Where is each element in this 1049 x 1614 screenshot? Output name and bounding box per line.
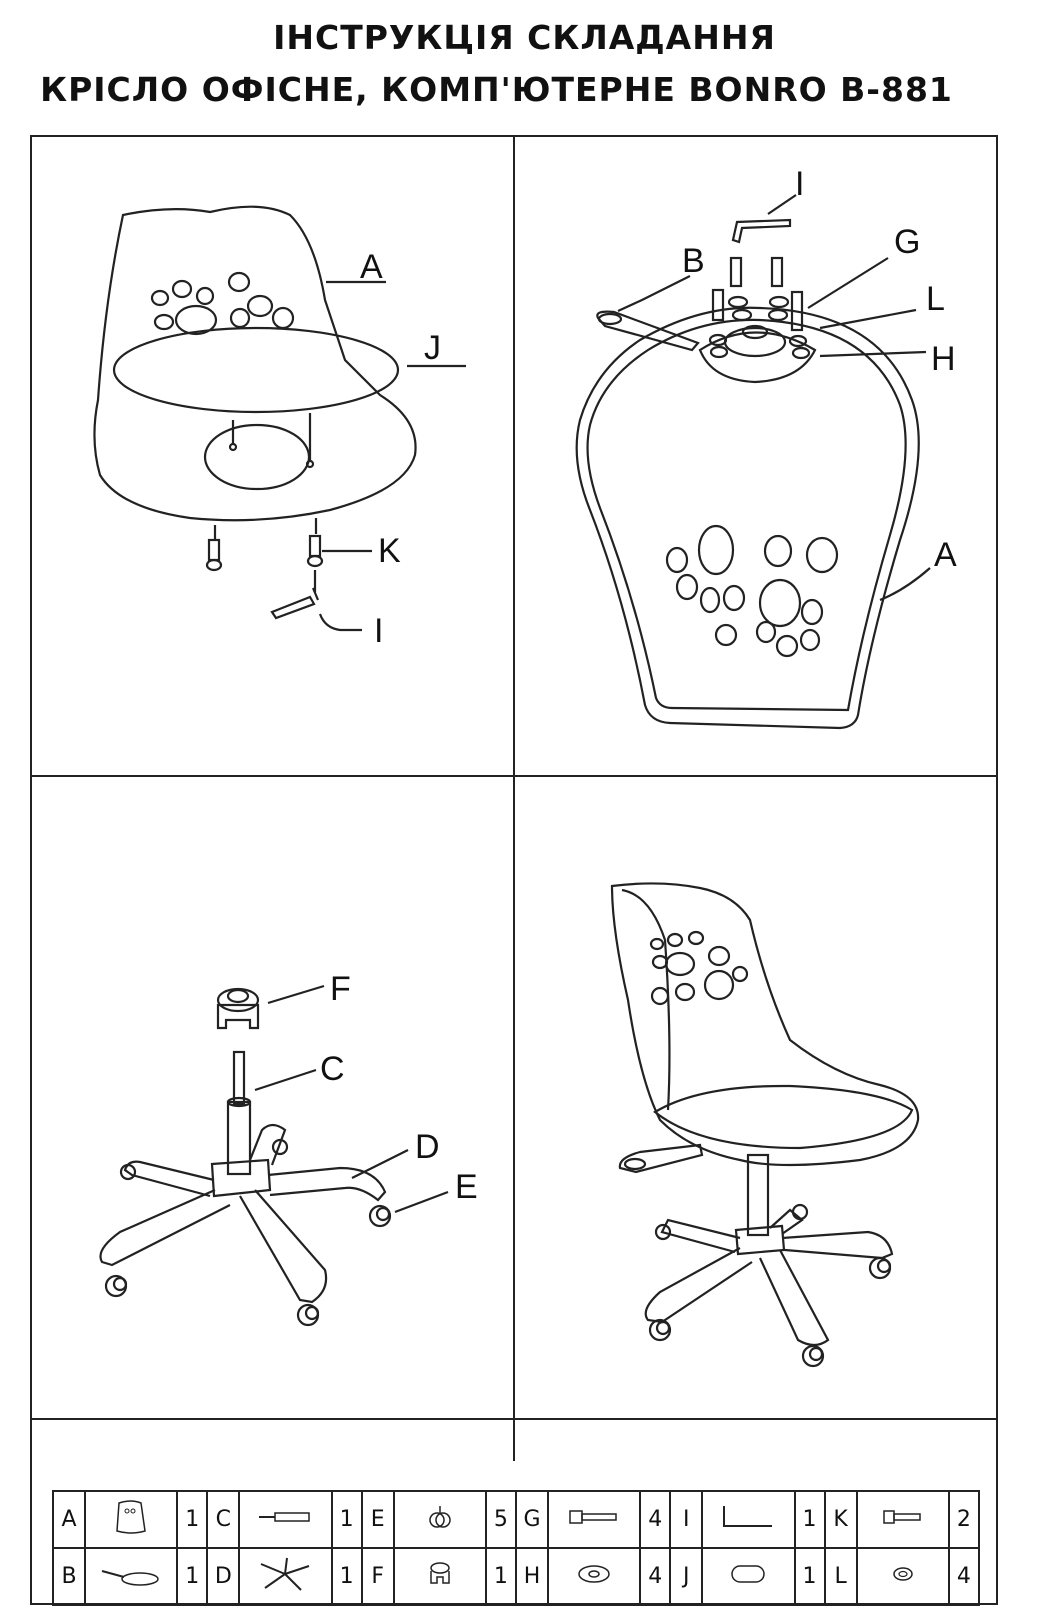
part-letter: F xyxy=(360,1547,395,1606)
seat-shell-outline-back xyxy=(575,306,920,730)
part-letter: C xyxy=(206,1490,241,1549)
part-qty: 5 xyxy=(484,1490,517,1549)
label-g: G xyxy=(894,223,920,261)
part-letter: K xyxy=(823,1490,858,1549)
gas-lift-icon xyxy=(238,1490,333,1549)
bolt-k-left xyxy=(205,538,223,572)
cover-cap-icon xyxy=(392,1547,487,1606)
step2-diagram: I B G L H A xyxy=(575,165,957,730)
label-a-2: A xyxy=(934,536,957,574)
paw-pattern-back xyxy=(665,524,839,658)
label-e: E xyxy=(455,1168,478,1206)
star-base-icon xyxy=(238,1547,333,1606)
vertical-divider xyxy=(513,135,515,1461)
spring-washer-icon xyxy=(855,1547,950,1606)
part-letter: D xyxy=(206,1547,241,1606)
label-k: K xyxy=(378,532,401,570)
paw-pattern xyxy=(150,271,295,336)
caster-icon xyxy=(392,1490,487,1549)
cover-cap-f xyxy=(216,1003,260,1030)
part-letter: L xyxy=(823,1547,858,1606)
title-line-2: КРІСЛО ОФІСНЕ, КОМП'ЮТЕРНЕ BONRO B-881 xyxy=(40,70,953,109)
paw-pattern-assembled xyxy=(649,930,749,1006)
horizontal-divider xyxy=(30,775,998,777)
short-bolt-icon xyxy=(855,1490,950,1549)
part-qty: 1 xyxy=(793,1490,826,1549)
parts-table: A 1 C 1 E 5 G 4 I 1 K 2 B 1 D 1 F 1 H 4 … xyxy=(51,1490,981,1606)
star-base-d xyxy=(99,1123,387,1304)
washer-icon xyxy=(546,1547,642,1606)
title-line-1: ІНСТРУКЦІЯ СКЛАДАННЯ xyxy=(273,18,776,57)
label-a: A xyxy=(360,248,383,286)
seat-shell-icon xyxy=(84,1490,179,1549)
label-d: D xyxy=(415,1128,440,1166)
part-qty: 1 xyxy=(176,1490,209,1549)
label-i-2: I xyxy=(795,165,804,203)
part-letter: A xyxy=(51,1490,87,1549)
part-qty: 4 xyxy=(947,1547,981,1606)
part-letter: I xyxy=(669,1490,704,1549)
label-f: F xyxy=(330,970,351,1008)
part-letter: H xyxy=(514,1547,550,1606)
hex-key-i-panel2 xyxy=(731,218,792,244)
cushion-outline xyxy=(112,326,400,414)
part-qty: 1 xyxy=(330,1490,363,1549)
label-b: B xyxy=(682,242,705,280)
mechanism-icon xyxy=(84,1547,179,1606)
part-letter: G xyxy=(514,1490,550,1549)
label-c: C xyxy=(320,1050,345,1088)
part-qty: 1 xyxy=(793,1547,826,1606)
mount-plate-outline xyxy=(203,423,311,491)
assembled-casters xyxy=(648,1203,892,1368)
part-qty: 1 xyxy=(176,1547,209,1606)
cushion-icon xyxy=(701,1547,796,1606)
parts-row-2: B 1 D 1 F 1 H 4 J 1 L 4 xyxy=(51,1547,981,1606)
assembled-lever xyxy=(618,1143,704,1174)
gas-lift-c xyxy=(232,1050,246,1106)
part-qty: 1 xyxy=(484,1547,517,1606)
hex-key-icon xyxy=(701,1490,796,1549)
assembled-cushion xyxy=(653,1084,914,1150)
mechanism-plate xyxy=(698,331,817,384)
table-divider xyxy=(30,1418,998,1420)
step3-diagram: F C D E xyxy=(99,970,478,1327)
label-i: I xyxy=(374,612,383,650)
part-letter: J xyxy=(669,1547,704,1606)
label-j: J xyxy=(424,329,441,367)
long-bolt-icon xyxy=(546,1490,642,1549)
part-qty: 4 xyxy=(639,1490,672,1549)
step4-diagram xyxy=(610,882,920,1368)
casters-e xyxy=(104,1138,392,1327)
mechanism-lever xyxy=(596,310,700,352)
assembled-seat-shell xyxy=(610,882,920,1167)
part-qty: 1 xyxy=(330,1547,363,1606)
label-l: L xyxy=(926,280,945,318)
assembled-gas-lift xyxy=(746,1153,770,1237)
hex-key-i xyxy=(270,595,316,620)
label-h: H xyxy=(931,340,956,378)
part-qty: 4 xyxy=(639,1547,672,1606)
parts-row-1: A 1 C 1 E 5 G 4 I 1 K 2 xyxy=(51,1490,981,1549)
bolt-k-right xyxy=(306,534,324,568)
assembled-base xyxy=(644,1208,894,1347)
seat-shell-outline xyxy=(93,205,417,522)
part-qty: 2 xyxy=(947,1490,981,1549)
step1-diagram: A J K I xyxy=(93,205,466,650)
part-letter: E xyxy=(360,1490,395,1549)
part-letter: B xyxy=(51,1547,87,1606)
